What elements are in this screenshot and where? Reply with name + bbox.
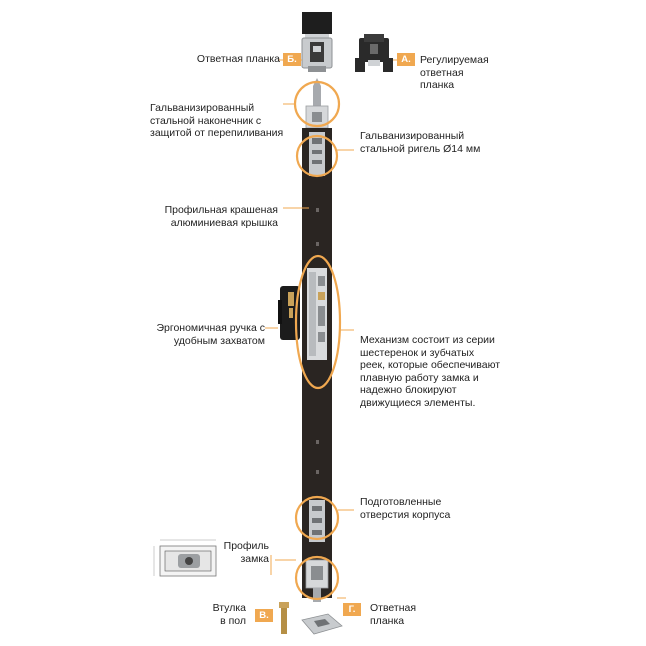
lock-body-icon	[302, 78, 332, 602]
floor-strike-icon	[301, 613, 343, 635]
label-mechanism: Механизм состоит из серии шестеренок и з…	[360, 334, 501, 409]
label-adjustable-strike: Регулируемая ответная планка	[420, 54, 489, 91]
label-tip: Гальванизированный стальной наконечник с…	[150, 102, 284, 139]
leader-lines	[265, 59, 398, 599]
label-holes: Подготовленные отверстия корпуса	[360, 496, 451, 521]
label-floor-sleeve: Втулка в пол	[212, 602, 246, 627]
badge-a: А.	[397, 53, 415, 66]
label-bolt: Гальванизированный стальной ригель Ø14 м…	[360, 130, 481, 155]
label-strike-plate-top: Ответная планка	[196, 53, 280, 65]
badge-b: Б.	[283, 53, 301, 66]
strike-plate-icon	[301, 12, 333, 72]
label-cover: Профильная крашеная алюминиевая крышка	[164, 204, 278, 229]
label-handle: Эргономичная ручка с удобным захватом	[156, 322, 265, 347]
badge-v: В.	[255, 609, 273, 622]
adjustable-strike-icon	[355, 34, 393, 72]
label-strike-plate-bottom: Ответная планка	[370, 602, 417, 627]
profile-drawing-icon	[153, 539, 217, 577]
floor-sleeve-icon	[279, 602, 289, 634]
badge-g: Г.	[343, 603, 361, 616]
label-profile: Профиль замка	[223, 540, 269, 565]
